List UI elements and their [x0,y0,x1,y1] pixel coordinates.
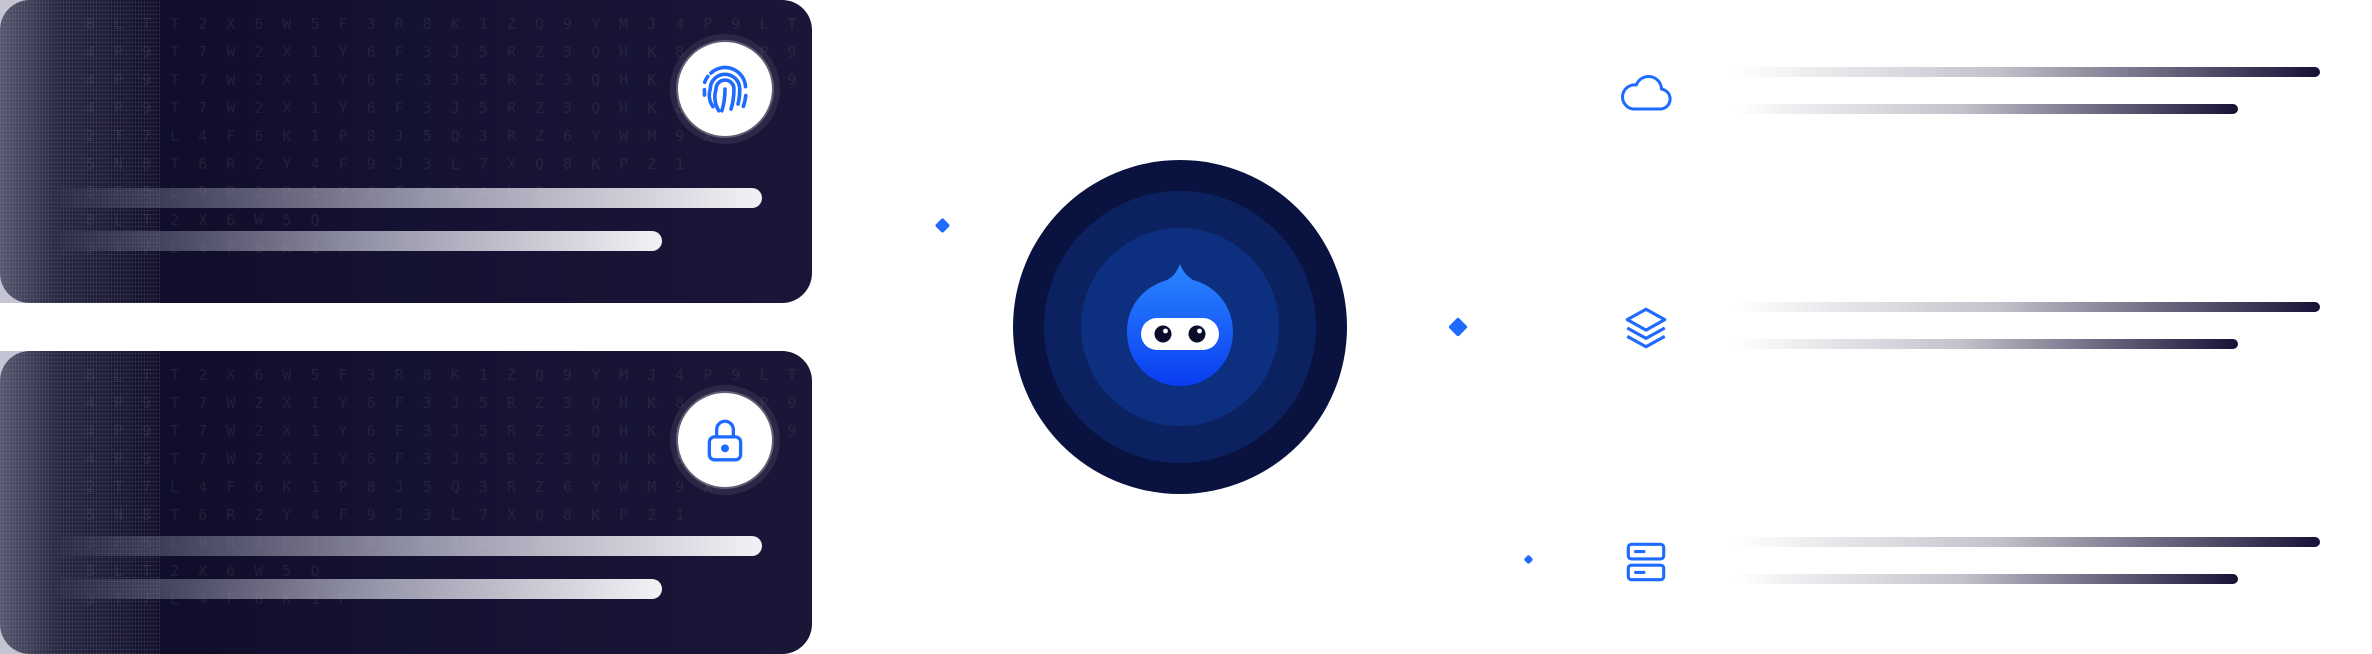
code-line: 8 L T 2 X 6 W 5 Q [86,211,325,229]
placeholder-bar [1734,104,2238,114]
code-line: 4 P 9 T 7 W 2 X 1 Y 6 F 3 J 5 R Z 3 Q H … [86,71,802,89]
encrypted-code-block: 8 L T T 2 X 6 W 5 F 3 R 8 K 1 Z Q 9 Y M … [86,10,830,262]
cloud-icon [1621,75,1672,111]
placeholder-bar [54,231,662,251]
security-card-lock: 8 L T T 2 X 6 W 5 F 3 R 8 K 1 Z Q 9 Y M … [0,351,830,654]
code-line: 5 N 8 T 6 R 2 Y 4 F 9 J 3 L 7 X Q 8 K P … [86,506,690,524]
placeholder-bar [1734,574,2238,584]
placeholder-bar [54,579,662,599]
lock-icon [707,419,743,462]
layers-icon [1625,307,1667,349]
fingerprint-icon [702,65,748,113]
placeholder-bar [1734,67,2320,77]
code-line: 4 P 9 T 7 W 2 X 1 Y 6 F 3 J 5 R Z 3 Q H … [86,422,802,440]
code-line: 8 L T T 2 X 6 W 5 F 3 R 8 K 1 Z Q 9 Y M … [86,15,830,33]
placeholder-bar [1734,339,2238,349]
placeholder-bar [54,188,762,208]
code-line: 4 P 9 T 7 W 2 X 1 Y 6 F 3 J 5 R Z 3 Q H … [86,450,774,468]
code-line: 8 L T 2 X 6 W 5 Q [86,562,325,580]
noise-texture [0,351,160,654]
security-card-fingerprint: 8 L T T 2 X 6 W 5 F 3 R 8 K 1 Z Q 9 Y M … [0,0,830,303]
code-line: 4 P 9 T 7 W 2 X 1 Y 6 F 3 J 5 R Z 3 Q H … [86,43,802,61]
code-line: 4 P 9 T 7 W 2 X 1 Y 6 F 3 J 5 R Z 3 Q H … [86,99,774,117]
central-hub [1013,160,1347,494]
lock-badge [670,385,780,495]
cloud-row-icon [1618,66,1674,122]
connector-dot [1523,554,1534,565]
placeholder-bar [1734,537,2320,547]
connector-dot [1448,317,1468,337]
fingerprint-badge [670,34,780,144]
code-line: 5 N 8 T 6 R 2 Y 4 F 9 J 3 L 7 X Q 8 K P … [86,155,690,173]
encrypted-code-block: 8 L T T 2 X 6 W 5 F 3 R 8 K 1 Z Q 9 Y M … [86,361,830,613]
server-icon [1626,542,1666,582]
server-row-icon [1618,534,1674,590]
code-line: 2 T 7 L 4 F 6 K 1 P 8 J 5 Q 3 R Z 6 Y W … [86,478,718,496]
noise-texture [0,0,160,303]
placeholder-bar [1734,302,2320,312]
layers-row-icon [1618,300,1674,356]
code-line: 8 L T T 2 X 6 W 5 F 3 R 8 K 1 Z Q 9 Y M … [86,366,830,384]
placeholder-bar [54,536,762,556]
code-line: 2 T 7 L 4 F 6 K 1 P 8 J 5 Q 3 R Z 6 Y W … [86,127,718,145]
connector-dot [934,217,951,234]
mascot-drop-icon [1127,264,1233,386]
code-line: 4 P 9 T 7 W 2 X 1 Y 6 F 3 J 5 R Z 3 Q H … [86,394,802,412]
